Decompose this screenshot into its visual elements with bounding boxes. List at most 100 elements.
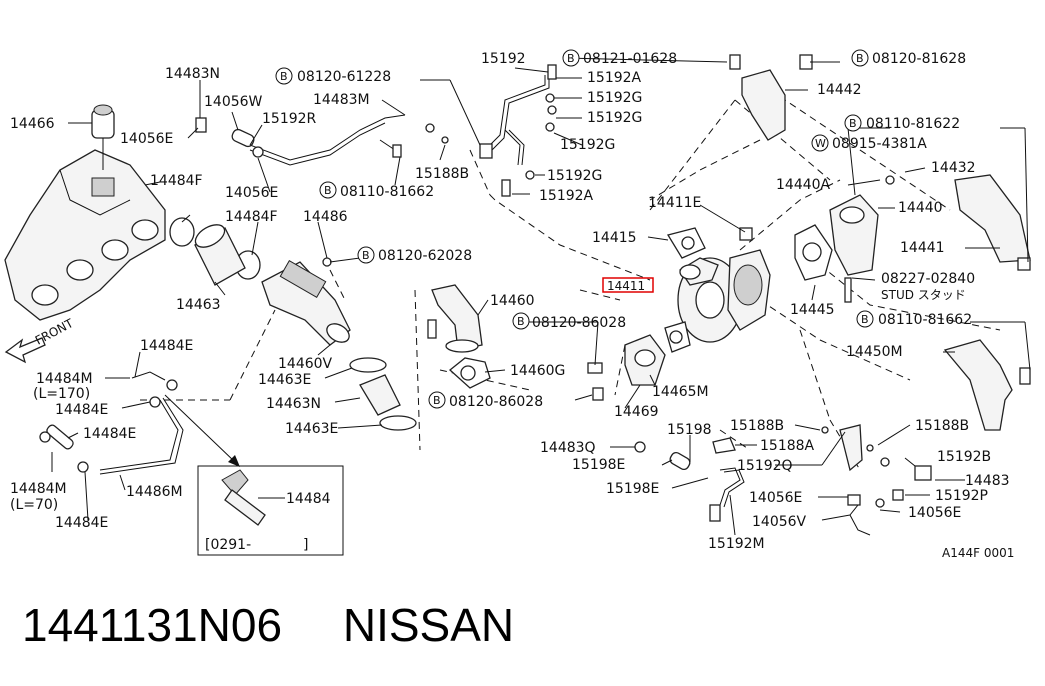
- label-14486m: 14486M: [126, 484, 183, 500]
- label-15192g: 15192G: [547, 168, 602, 184]
- label-date-range-start: [0291-: [205, 537, 251, 553]
- label-14411e: 14411E: [648, 195, 701, 211]
- label-14432: 14432: [931, 160, 976, 176]
- gasket-14445: [794, 224, 833, 281]
- label-14484e: 14484E: [140, 338, 193, 354]
- label-15192a: 15192A: [587, 70, 642, 86]
- label-14440: 14440: [898, 200, 943, 216]
- label-14483q: 14483Q: [540, 440, 596, 456]
- label-15188b: 15188B: [415, 166, 469, 182]
- label-14483: 14483: [965, 473, 1010, 489]
- label-14056e: 14056E: [749, 490, 802, 506]
- label-14466: 14466: [10, 116, 55, 132]
- front-label: FRONT: [33, 316, 76, 348]
- label-08121-01628: 08121-01628: [583, 51, 677, 67]
- label-14056w: 14056W: [204, 94, 263, 110]
- label-15198: 15198: [667, 422, 712, 438]
- label-14463n: 14463N: [266, 396, 321, 412]
- figure-code: A144F 0001: [942, 546, 1014, 560]
- label-14486: 14486: [303, 209, 348, 225]
- clamps-14463e: [349, 357, 417, 431]
- prefix-b-icon: B: [856, 52, 864, 65]
- label-15192g: 15192G: [587, 110, 642, 126]
- label-14445: 14445: [790, 302, 835, 318]
- prefix-circles: B B B B W B B B B B: [275, 49, 874, 409]
- prefix-b-icon: B: [324, 184, 332, 197]
- intake-pipe-14460v: [261, 257, 351, 346]
- highlighted-part-label: 14411: [607, 279, 645, 293]
- label-15192q: 15192Q: [737, 458, 793, 474]
- label-15198e: 15198E: [606, 481, 659, 497]
- label-08110-81622: 08110-81622: [866, 116, 960, 132]
- label-15192p: 15192P: [935, 488, 988, 504]
- footer-caption: 1441131N06 NISSAN: [22, 598, 1022, 668]
- label-14460g: 14460G: [510, 363, 565, 379]
- highlight-box-14411: [602, 277, 654, 293]
- label-14442: 14442: [817, 82, 862, 98]
- bracket-14465m-14469: [587, 321, 691, 401]
- hose-14463: [194, 224, 246, 286]
- label-14463e: 14463E: [285, 421, 338, 437]
- gasket-14460g: [448, 357, 491, 389]
- label-08110-81662: 08110-81662: [340, 184, 434, 200]
- label-14460v: 14460V: [278, 356, 333, 372]
- label-08120-86028: 08120-86028: [532, 315, 626, 331]
- heat-shield-14441: [954, 174, 1031, 271]
- gasket-14415: [666, 227, 753, 259]
- label-15192g: 15192G: [560, 137, 615, 153]
- inset-box: [197, 465, 344, 556]
- label-14056e: 14056E: [225, 185, 278, 201]
- label-14463: 14463: [176, 297, 221, 313]
- leader-lines: [51, 57, 1031, 536]
- label-15192a: 15192A: [539, 188, 594, 204]
- label-14484f: 14484F: [225, 209, 278, 225]
- label-14484f: 14484F: [150, 173, 203, 189]
- prefix-b-icon: B: [517, 315, 525, 328]
- brand-name: NISSAN: [342, 599, 515, 651]
- actuator-14466: [91, 104, 115, 170]
- label-15188a: 15188A: [760, 438, 815, 454]
- label-14056e: 14056E: [908, 505, 961, 521]
- label-14460: 14460: [490, 293, 535, 309]
- label-14056v: 14056V: [752, 514, 807, 530]
- turbocharger-14411: [677, 249, 771, 343]
- label-15192r: 15192R: [262, 111, 317, 127]
- label-15192: 15192: [481, 51, 526, 67]
- prefix-b-icon: B: [362, 249, 370, 262]
- prefix-b-icon: B: [849, 117, 857, 130]
- label-length-170: (L=170): [33, 386, 90, 402]
- prefix-b-icon: B: [861, 313, 869, 326]
- label-08110-81662: 08110-81662: [878, 312, 972, 328]
- prefix-b-icon: B: [433, 394, 441, 407]
- label-14484m: 14484M: [36, 371, 93, 387]
- label-14056e: 14056E: [120, 131, 173, 147]
- label-14440a: 14440A: [776, 177, 831, 193]
- label-length-70: (L=70): [10, 497, 58, 513]
- label-15198e: 15198E: [572, 457, 625, 473]
- outlet-14440: [829, 175, 895, 303]
- prefix-w-icon: W: [815, 137, 826, 150]
- label-14484e: 14484E: [83, 426, 136, 442]
- label-14450m: 14450M: [846, 344, 903, 360]
- label-14465m: 14465M: [652, 384, 709, 400]
- heat-shield-14442: [729, 54, 813, 141]
- label-08120-61228: 08120-61228: [297, 69, 391, 85]
- label-date-range-end: ]: [303, 537, 308, 553]
- elbow-14460: [427, 284, 483, 353]
- inset-arrow: [164, 394, 240, 467]
- heat-shield-14450m: [943, 339, 1031, 431]
- label-08120-81628: 08120-81628: [872, 51, 966, 67]
- label-14415: 14415: [592, 230, 637, 246]
- label-14483n: 14483N: [165, 66, 220, 82]
- label-15188b: 15188B: [730, 418, 784, 434]
- label-14483m: 14483M: [313, 92, 370, 108]
- label-14484m: 14484M: [10, 481, 67, 497]
- label-08120-62028: 08120-62028: [378, 248, 472, 264]
- hose-set-14484: [39, 371, 184, 475]
- label-14463e: 14463E: [258, 372, 311, 388]
- label-14484e: 14484E: [55, 515, 108, 531]
- hose-pipe-15192r: [195, 114, 449, 166]
- exhaust-manifold: [4, 149, 166, 321]
- label-15188b: 15188B: [915, 418, 969, 434]
- label-14484e: 14484E: [55, 402, 108, 418]
